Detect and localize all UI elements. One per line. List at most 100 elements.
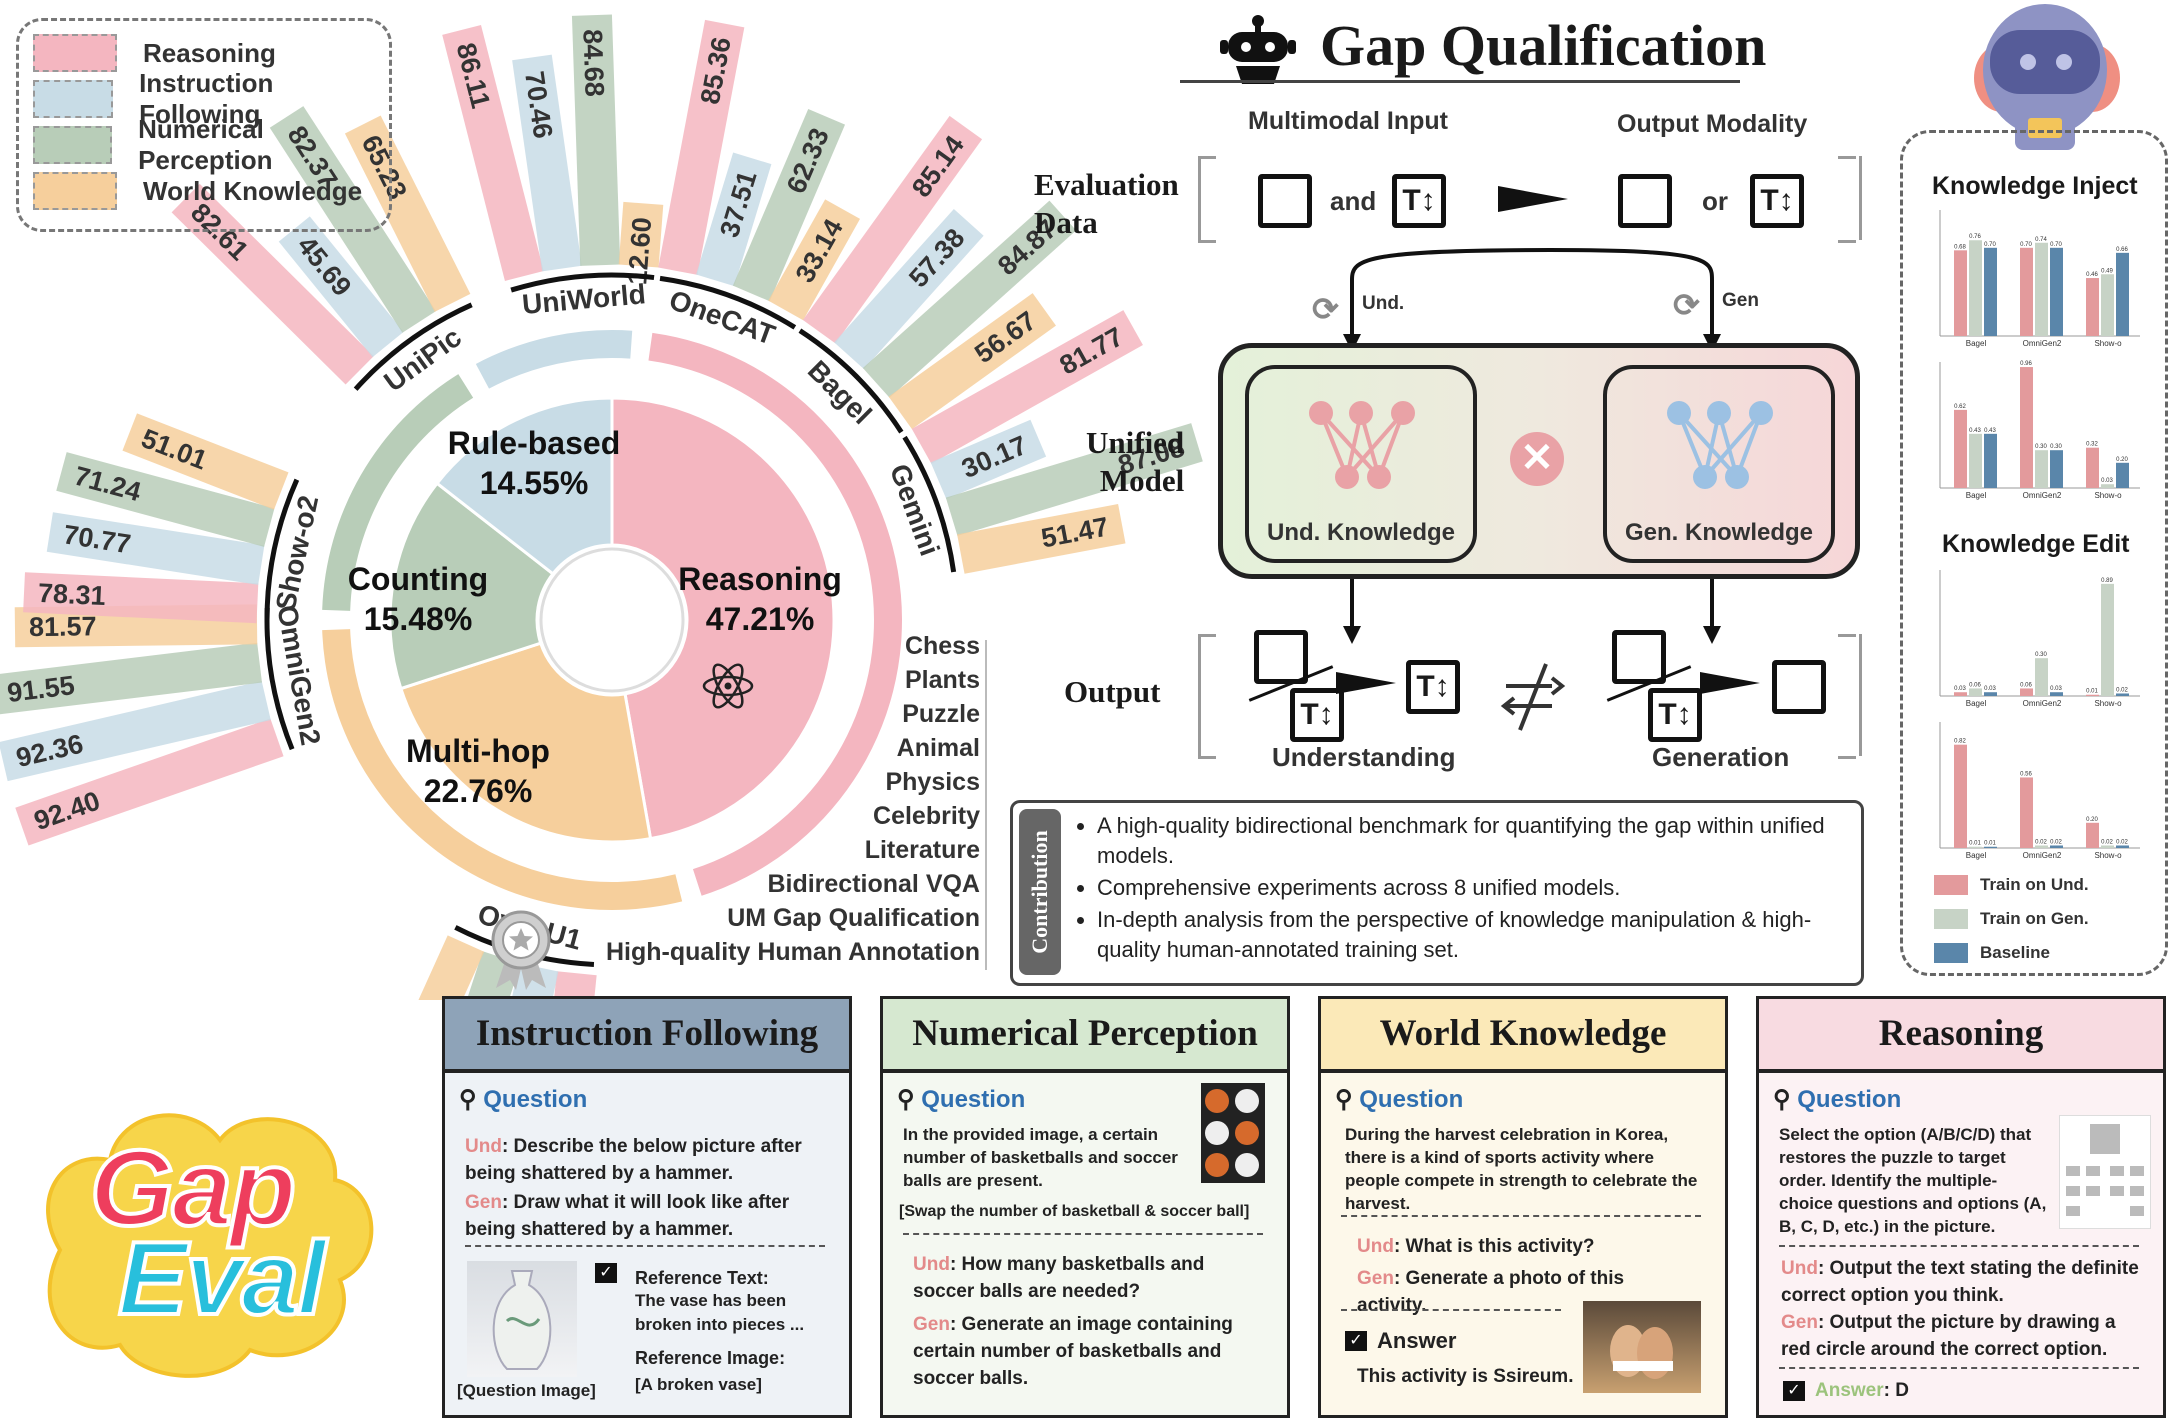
card-divider: [1779, 1367, 2139, 1369]
contribution-item: A high-quality bidirectional benchmark f…: [1097, 811, 1867, 871]
ring-band: [322, 629, 683, 910]
and-label: and: [1330, 186, 1377, 216]
feature-item: Celebrity: [873, 802, 980, 830]
knowledge-mini-charts: 0.680.760.70Bagel0.700.740.70OmniGen20.4…: [1939, 210, 2140, 860]
gen-tag: Gen: [1781, 1312, 1818, 1333]
mini-bar: [2020, 688, 2033, 696]
text-icon: T↕: [1750, 174, 1804, 228]
feature-item: UM Gap Qualification: [727, 904, 980, 932]
question-label: Question: [921, 1086, 1026, 1113]
wrestlers-illustration: [1610, 1325, 1673, 1379]
legend-item: World Knowledge: [33, 172, 362, 210]
question-heading: ⚲ Question: [1335, 1085, 1463, 1114]
mini-bar: [2116, 845, 2129, 848]
card-title-numerical: Numerical Perception: [880, 996, 1290, 1072]
legend-swatch: [33, 126, 113, 164]
generation-label: Generation: [1652, 742, 1790, 772]
card-instruction-following: ⚲ Question Und: Describe the below pictu…: [442, 1070, 852, 1418]
knowledge-inject-title: Knowledge Inject: [1932, 172, 2138, 200]
logo-gap-text: Gap: [88, 1125, 298, 1250]
mini-bar-value: 0.02: [2116, 687, 2128, 693]
question-label: Question: [483, 1086, 588, 1113]
und-prompt: Und: How many basketballs and soccer bal…: [913, 1251, 1243, 1305]
radial-bar: 70.46: [512, 54, 582, 272]
knowledge-legend-item: Train on Und.: [1934, 868, 2089, 902]
mini-bar: [2101, 583, 2114, 696]
mini-bar-value: 0.70: [1984, 242, 1996, 248]
pie-label: Counting: [348, 561, 488, 597]
mini-bar: [2035, 845, 2048, 848]
swap-instruction: [Swap the number of basketball & soccer …: [899, 1203, 1250, 1220]
gen-knowledge-node: Gen. Knowledge: [1603, 365, 1835, 563]
knowledge-legend-label: Baseline: [1980, 943, 2050, 962]
legend-label: Instruction Following: [139, 68, 274, 129]
bar-rect: [344, 115, 471, 312]
arrow-icon: [1336, 672, 1396, 694]
bar-rect: [512, 54, 582, 272]
atom-orbit: [712, 663, 744, 709]
mini-bar-value: 0.03: [2050, 686, 2062, 692]
text-icon: T↕: [1392, 174, 1446, 228]
feature-item: High-quality Human Annotation: [605, 938, 980, 966]
mini-bar-value: 0.30: [2035, 444, 2047, 450]
legend-swatch: [33, 172, 117, 210]
question-text: Select the option (A/B/C/D) that restore…: [1779, 1125, 2047, 1236]
reference-text-label: Reference Text:: [635, 1268, 769, 1288]
mini-bar-value: 0.76: [1969, 234, 1981, 240]
mini-chart: 0.030.060.03Bagel0.060.300.03OmniGen20.0…: [1939, 570, 2140, 708]
mini-bar-value: 0.89: [2101, 578, 2113, 584]
bar-rect: [56, 452, 275, 547]
mini-bar-value: 0.32: [2086, 442, 2098, 448]
mini-bar: [2086, 278, 2099, 336]
model-label: Model: [1099, 463, 1185, 498]
mini-bar-value: 0.20: [2116, 457, 2128, 463]
gen-knowledge-label: Gen. Knowledge: [1624, 519, 1813, 546]
mini-category-label: Show-o: [2094, 699, 2122, 708]
image-icon: [1772, 660, 1826, 714]
mini-bar-value: 0.30: [2050, 444, 2062, 450]
output-bracket-bottom-left: [1198, 756, 1216, 759]
knowledge-panel: [1900, 130, 2168, 976]
gen-tag: Gen: [1357, 1268, 1394, 1289]
gen-tag: Gen: [913, 1314, 950, 1335]
feature-item: Plants: [904, 666, 980, 694]
contribution-box: Contribution A high-quality bidirectiona…: [1010, 800, 1864, 986]
bar-rect: [269, 106, 436, 333]
output-bracket-bottom-right: [1838, 756, 1856, 759]
mini-bar-value: 0.70: [2050, 242, 2062, 248]
pie-value: 15.48%: [364, 601, 473, 637]
model-arc: [264, 478, 300, 621]
reference-text: The vase has been broken into pieces ...: [635, 1291, 805, 1334]
mini-bar: [2035, 242, 2048, 336]
question-image: [467, 1261, 577, 1377]
unified-label: Unified: [1086, 425, 1185, 460]
atom-nucleus: [724, 682, 732, 690]
pie-label: Reasoning: [678, 561, 842, 597]
knowledge-legend-item: Train on Gen.: [1934, 902, 2089, 936]
arrow-icon: [1700, 672, 1760, 694]
question-label: Question: [1797, 1086, 1902, 1113]
bar-rect: [46, 512, 265, 585]
mini-bar-value: 0.03: [1954, 686, 1966, 692]
mini-bar: [2101, 845, 2114, 848]
und-network-icon: [1309, 401, 1415, 489]
gen-flow-label: Gen: [1722, 290, 1759, 311]
gen-network-icon: [1667, 401, 1773, 489]
logo-cloud-shape: [46, 1113, 374, 1378]
gen-prompt: Gen: Generate an image containing certai…: [913, 1311, 1243, 1392]
puzzle-image: [2059, 1115, 2151, 1229]
checkbox-icon: ✓: [1783, 1381, 1805, 1401]
refresh-icon: ⟳: [1673, 287, 1700, 323]
model-arc: [353, 302, 473, 391]
card-divider: [1341, 1309, 1561, 1311]
contribution-tab: Contribution: [1019, 809, 1061, 975]
mini-bar: [1969, 240, 1982, 336]
vase-image: [492, 1270, 552, 1370]
mini-bar: [2020, 777, 2033, 848]
ring-band: [648, 332, 902, 896]
gen-text: : Generate an image containing certain n…: [913, 1314, 1233, 1389]
mini-bar-value: 0.49: [2101, 268, 2113, 274]
mini-category-label: OmniGen2: [2023, 491, 2062, 500]
